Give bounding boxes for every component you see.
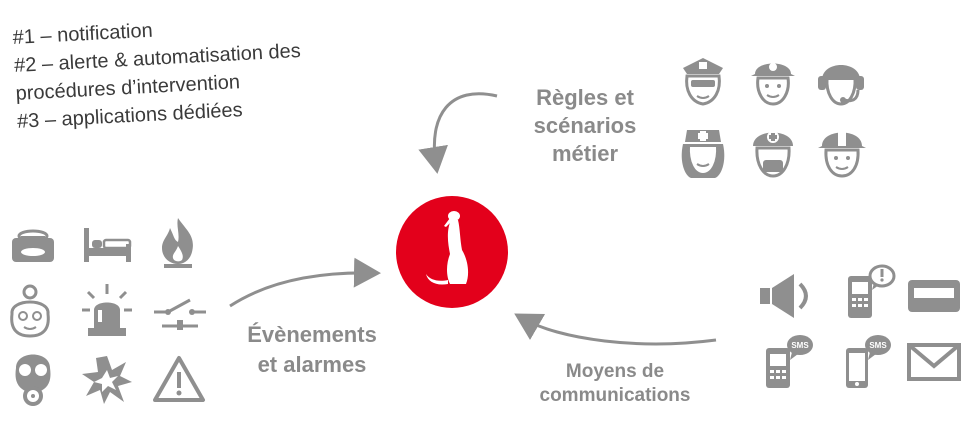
bed-icon	[84, 228, 132, 262]
arrow-events-to-center	[229, 257, 381, 308]
phone-alert-icon	[848, 264, 896, 318]
construction-worker-icon	[818, 130, 866, 178]
loudspeaker-icon	[760, 274, 808, 318]
smartphone-sms-icon: SMS	[846, 335, 891, 388]
paramedic-icon	[753, 131, 793, 178]
sms-badge-text: SMS	[791, 341, 809, 350]
communications-label-line2: communications	[539, 385, 691, 406]
elderly-person-icon	[10, 284, 50, 338]
nurse-icon	[681, 130, 725, 178]
switch-icon	[154, 298, 206, 330]
events-label-line1: Évènements	[247, 322, 377, 347]
email-icon	[907, 343, 961, 381]
police-officer-icon	[683, 58, 723, 106]
communications-label: Moyens de communications	[505, 360, 725, 408]
pressure-pad-icon	[12, 229, 54, 262]
rules-label-line2: scénarios	[533, 113, 637, 138]
rules-label-line1: Règles et	[536, 85, 634, 110]
events-label-line2: et alarmes	[257, 352, 367, 377]
meerkat-logo	[396, 196, 508, 308]
sms-badge-text: SMS	[869, 341, 887, 350]
siren-icon	[82, 284, 132, 336]
events-label: Évènements et alarmes	[212, 320, 412, 380]
rules-label-line3: métier	[551, 141, 619, 166]
explosion-icon	[82, 356, 132, 404]
arrow-comms-to-center	[514, 313, 717, 346]
warning-icon	[153, 356, 205, 402]
firefighter-icon	[751, 63, 795, 106]
operator-headset-icon	[818, 65, 864, 106]
communications-label-line1: Moyens de	[565, 361, 665, 382]
phone-sms-icon: SMS	[766, 335, 813, 388]
rules-label: Règles et scénarios métier	[505, 84, 665, 168]
gas-mask-icon	[15, 354, 51, 406]
fire-icon	[162, 218, 193, 268]
pager-icon	[908, 280, 960, 312]
arrow-rules-to-center	[418, 92, 498, 174]
